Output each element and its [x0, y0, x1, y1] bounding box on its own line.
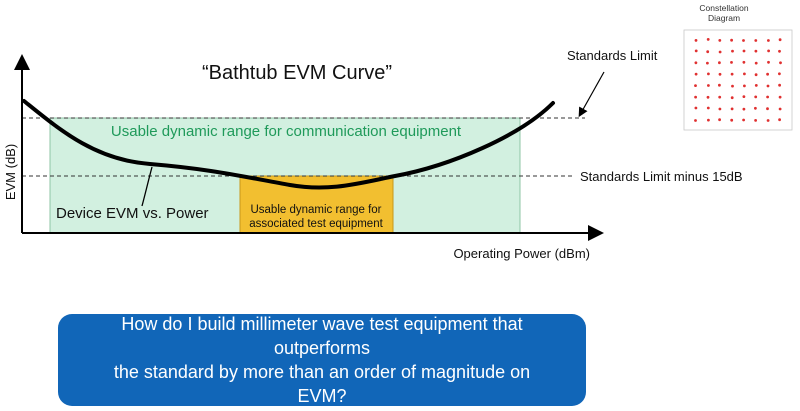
curve-label: Device EVM vs. Power — [56, 205, 209, 222]
constellation-point — [695, 50, 698, 53]
constellation-point — [755, 84, 758, 87]
constellation-point — [695, 107, 698, 110]
constellation-point — [694, 84, 697, 87]
constellation-point — [766, 107, 769, 110]
constellation-point — [695, 39, 698, 42]
constellation-point — [742, 39, 745, 42]
constellation-point — [767, 50, 770, 53]
question-text: How do I build millimeter wave test equi… — [88, 312, 556, 408]
diagram-title: “Bathtub EVM Curve” — [202, 62, 392, 84]
constellation-point — [767, 39, 770, 42]
constellation-point — [754, 107, 757, 110]
constellation-point — [767, 61, 770, 64]
standards-limit-label: Standards Limit — [567, 48, 658, 63]
constellation-point — [731, 96, 734, 99]
constellation-point — [755, 50, 758, 53]
constellation-point — [743, 108, 746, 111]
constellation-point — [731, 108, 734, 111]
constellation-point — [743, 73, 746, 76]
constellation-point — [719, 73, 722, 76]
constellation-diagram: Constellation Diagram — [668, 0, 800, 140]
constellation-point — [707, 38, 710, 41]
constellation-point — [707, 73, 710, 76]
constellation-point — [695, 61, 698, 64]
y-axis-label: EVM (dB) — [3, 144, 18, 200]
constellation-point — [718, 84, 721, 87]
constellation-point — [707, 96, 710, 99]
constellation-point — [707, 119, 710, 122]
constellation-point — [718, 118, 721, 121]
constellation-point — [718, 39, 721, 42]
constellation-point — [743, 95, 746, 98]
constellation-point — [731, 85, 734, 88]
constellation-point — [767, 119, 770, 122]
constellation-point — [695, 73, 698, 76]
constellation-point — [779, 96, 782, 99]
constellation-point — [718, 96, 721, 99]
constellation-point — [755, 73, 758, 76]
constellation-point — [707, 107, 710, 110]
constellation-point — [779, 108, 782, 111]
constellation-point — [730, 119, 733, 122]
constellation-point — [694, 96, 697, 99]
question-box: How do I build millimeter wave test equi… — [58, 314, 586, 406]
standards-limit-arrow — [581, 72, 604, 113]
question-line1: How do I build millimeter wave test equi… — [88, 312, 556, 360]
constellation-point — [778, 118, 781, 121]
standards-limit-minus-label: Standards Limit minus 15dB — [580, 169, 743, 184]
constellation-frame — [684, 30, 792, 130]
constellation-point — [731, 50, 734, 53]
green-region-label: Usable dynamic range for communication e… — [111, 123, 462, 140]
constellation-point — [730, 39, 733, 42]
constellation-point — [755, 62, 758, 65]
constellation-point — [719, 51, 722, 54]
constellation-point — [778, 72, 781, 75]
constellation-point — [767, 85, 770, 88]
constellation-point — [743, 85, 746, 88]
constellation-point — [719, 108, 722, 111]
constellation-point — [779, 38, 782, 41]
constellation-point — [754, 39, 757, 42]
question-line2: the standard by more than an order of ma… — [88, 360, 556, 408]
constellation-point — [766, 96, 769, 99]
constellation-point — [766, 73, 769, 76]
constellation-title: Constellation Diagram — [668, 3, 780, 23]
constellation-point — [779, 61, 782, 64]
constellation-point — [731, 73, 734, 76]
constellation-point — [754, 96, 757, 99]
yellow-region-label-line1: Usable dynamic range for — [250, 204, 381, 216]
constellation-point — [707, 84, 710, 87]
constellation-point — [778, 50, 781, 53]
constellation-point — [743, 61, 746, 64]
constellation-point — [742, 119, 745, 122]
constellation-point — [706, 62, 709, 65]
constellation-title-line1: Constellation — [668, 3, 780, 13]
constellation-point — [743, 50, 746, 53]
constellation-point — [730, 61, 733, 64]
yellow-region-label-line2: associated test equipment — [249, 218, 383, 230]
constellation-point — [778, 84, 781, 87]
constellation-plot — [668, 22, 798, 138]
constellation-point — [718, 61, 721, 64]
constellation-point — [706, 50, 709, 53]
constellation-point — [754, 119, 757, 122]
constellation-point — [694, 119, 697, 122]
x-axis-label: Operating Power (dBm) — [453, 246, 590, 261]
